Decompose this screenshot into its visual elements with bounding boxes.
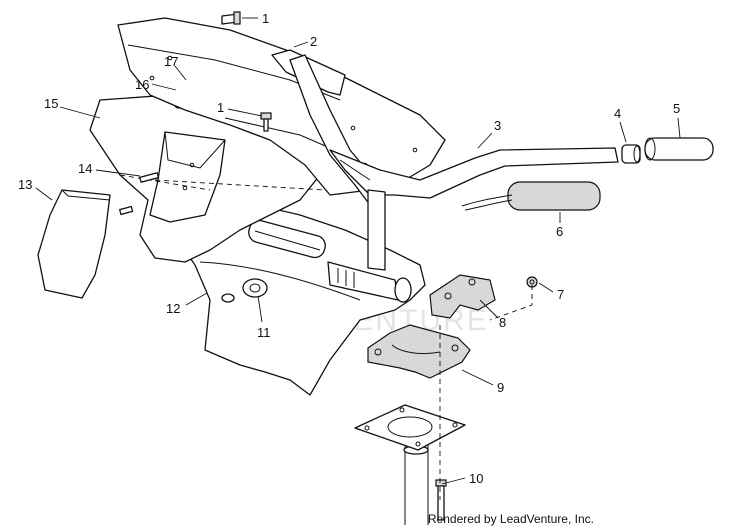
part-3-handlebar xyxy=(329,147,619,271)
part-5-grip xyxy=(644,137,714,161)
part-11-grommet xyxy=(221,278,268,303)
part-9-lower-clamp xyxy=(367,324,471,379)
callout-1-mid: 1 xyxy=(217,100,224,115)
part-6-grip-heater xyxy=(461,181,601,211)
callout-3: 3 xyxy=(494,118,501,133)
bolt-10 xyxy=(435,479,447,521)
callout-1-top: 1 xyxy=(262,11,269,26)
callout-13: 13 xyxy=(18,177,32,192)
screw-14 xyxy=(119,172,160,216)
callout-12: 12 xyxy=(166,301,180,316)
callout-14: 14 xyxy=(78,161,92,176)
callout-10: 10 xyxy=(469,471,483,486)
callout-5: 5 xyxy=(673,101,680,116)
callout-17: 17 xyxy=(164,54,178,69)
callout-11: 11 xyxy=(257,325,271,340)
callout-8: 8 xyxy=(499,315,506,330)
callouts: 1 2 3 4 5 6 7 8 9 10 11 12 13 14 15 16 1… xyxy=(18,11,680,486)
part-13-shroud xyxy=(37,189,111,299)
part-4-end-cap xyxy=(621,144,641,164)
mount-plate xyxy=(354,404,466,451)
callout-16: 16 xyxy=(135,77,149,92)
callout-9: 9 xyxy=(497,380,504,395)
callout-7: 7 xyxy=(557,287,564,302)
callout-4: 4 xyxy=(614,106,621,121)
callout-6: 6 xyxy=(556,224,563,239)
leader-lines xyxy=(35,17,681,485)
callout-2: 2 xyxy=(310,34,317,49)
part-8-upper-clamp xyxy=(429,274,496,319)
screw-1-top xyxy=(221,11,241,25)
callout-15: 15 xyxy=(44,96,58,111)
credit-text: Rendered by LeadVenture, Inc. xyxy=(427,512,594,526)
